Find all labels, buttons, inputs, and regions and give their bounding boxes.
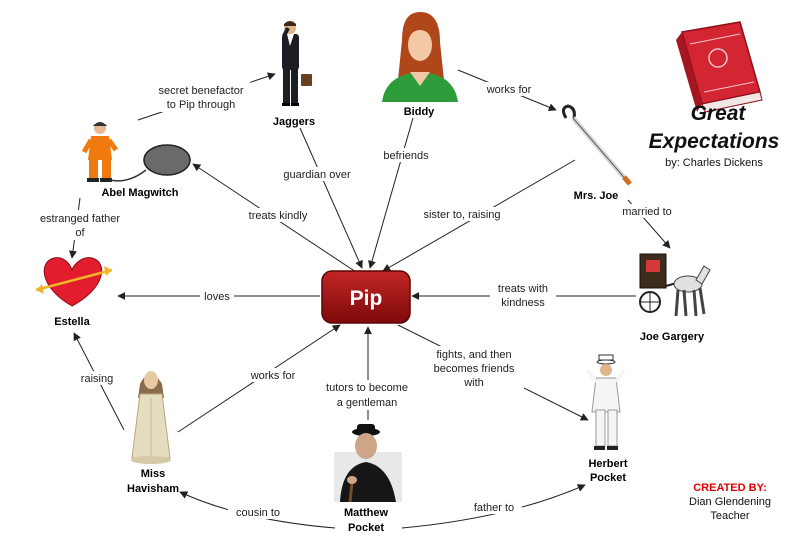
label-cousin: cousin to [236,507,280,519]
horse-cart-icon [639,253,711,317]
label-tutors-2: a gentleman [337,397,398,409]
title-block: Great Expectations by: Charles Dickens [649,102,780,169]
node-joe-gargery[interactable]: Joe Gargery [640,331,705,343]
label-tutors-1: tutors to become [326,382,408,394]
jaggers-figure-icon [282,21,312,106]
label-treats-kindness-2: kindness [501,297,545,309]
node-pip[interactable]: Pip [321,270,411,324]
node-matthew-pocket-line1[interactable]: Matthew [344,507,388,519]
heart-icon [35,257,113,307]
matthew-pocket-figure-icon [334,424,402,503]
title-line1: Great [691,102,747,125]
node-biddy[interactable]: Biddy [404,106,435,118]
label-works-for-pip: works for [250,370,296,382]
pip-box[interactable] [321,270,411,324]
label-estranged-1: estranged father [40,213,120,225]
label-estranged-2: of [75,227,85,239]
label-befriends: befriends [383,150,429,162]
credit-heading: CREATED BY: [693,482,767,494]
abel-magwitch-figure-icon [81,122,191,182]
label-treats-kindly: treats kindly [249,210,308,222]
label-fights-3: with [463,377,484,389]
credit-block: CREATED BY: Dian Glendening Teacher [689,482,771,522]
pip-label: Pip [350,287,383,310]
node-herbert-pocket-line1[interactable]: Herbert [588,458,627,470]
label-loves: loves [204,291,230,303]
label-married: married to [622,206,672,218]
node-matthew-pocket-line2[interactable]: Pocket [348,522,384,534]
mrs-joe-cane-icon [561,104,632,186]
label-treats-kindness-1: treats with [498,283,548,295]
node-miss-havisham-line2[interactable]: Havisham [127,483,179,495]
node-jaggers[interactable]: Jaggers [273,116,315,128]
label-secret-1: secret benefactor [159,85,244,97]
node-mrs-joe[interactable]: Mrs. Joe [574,190,619,202]
label-raising: raising [81,373,113,385]
edge-biddy-pip [368,117,414,269]
miss-havisham-figure-icon [131,371,171,464]
node-miss-havisham-line1[interactable]: Miss [141,468,165,480]
book-icon [676,21,763,113]
label-father: father to [474,502,514,514]
edge-jaggers-pip [299,127,363,269]
node-abel-magwitch[interactable]: Abel Magwitch [101,187,178,199]
node-labels: Jaggers Biddy Abel Magwitch Mrs. Joe Est… [54,106,705,534]
credit-name: Dian Glendening [689,496,771,508]
node-estella[interactable]: Estella [54,316,90,328]
credit-role: Teacher [710,510,749,522]
biddy-figure-icon [382,12,458,102]
title-line2: Expectations [649,130,780,153]
herbert-pocket-figure-icon [586,354,626,450]
title-author: by: Charles Dickens [665,157,763,169]
label-works-for-biddy: works for [486,84,532,96]
edge-labels: secret benefactor to Pip through guardia… [30,82,678,519]
label-sister: sister to, raising [423,209,500,221]
label-guardian: guardian over [283,169,351,181]
label-fights-1: fights, and then [436,349,511,361]
node-herbert-pocket-line2[interactable]: Pocket [590,472,626,484]
label-secret-2: to Pip through [167,99,236,111]
label-fights-2: becomes friends [434,363,515,375]
